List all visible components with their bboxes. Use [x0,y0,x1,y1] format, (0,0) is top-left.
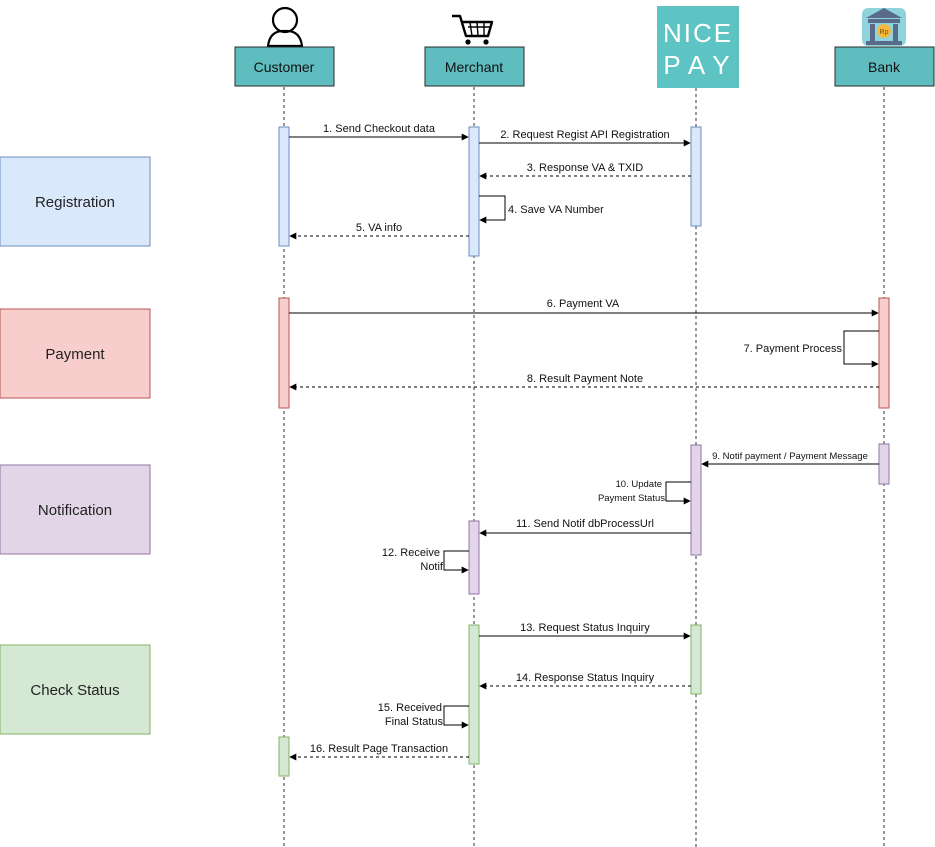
activation-merchant-registration [468,126,480,257]
message-8-label: 8. Result Payment Note [527,373,643,385]
message-16-label: 16. Result Page Transaction [310,743,448,755]
activation-nicepay-check [690,624,702,695]
message-6: 6. Payment VA [289,298,879,317]
person-icon [266,6,304,48]
nicepay-logo-line1: NICE [663,18,733,48]
message-13: 13. Request Status Inquiry [479,622,691,640]
message-1-label: 1. Send Checkout data [323,123,436,135]
phase-notification: Notification [0,464,151,555]
message-12-label-line2: Notif [420,561,444,573]
actor-merchant[interactable]: Merchant [424,46,525,87]
message-8: 8. Result Payment Note [289,373,879,391]
message-4: 4. Save VA Number [479,195,604,224]
phase-check-status: Check Status [0,644,151,735]
message-14-label: 14. Response Status Inquiry [516,672,655,684]
message-13-label: 13. Request Status Inquiry [520,622,650,634]
actor-label-merchant: Merchant [445,59,503,75]
message-9-label: 9. Notif payment / Payment Message [712,451,868,462]
bank-building-icon: Rp [862,8,906,46]
activation-bank-notification [878,443,890,485]
message-11: 11. Send Notif dbProcessUrl [479,518,691,537]
message-12: 12. Receive Notif [382,547,469,574]
phase-label-check-status: Check Status [30,682,119,699]
phase-label-payment: Payment [45,346,105,363]
actor-label-bank: Bank [868,59,901,75]
message-15: 15. Received Final Status [378,702,469,729]
phase-payment: Payment [0,308,151,399]
message-10-label-line1: 10. Update [616,479,662,490]
message-1: 1. Send Checkout data [289,123,469,141]
message-6-label: 6. Payment VA [547,298,620,310]
message-2: 2. Request Regist API Registration [479,129,691,147]
message-16: 16. Result Page Transaction [289,743,469,761]
bank-icon-text: Rp [880,29,889,36]
phase-label-registration: Registration [35,194,115,211]
message-10: 10. Update Payment Status [598,479,691,505]
message-3-label: 3. Response VA & TXID [527,162,643,174]
message-9: 9. Notif payment / Payment Message [701,451,879,468]
message-4-label: 4. Save VA Number [508,204,604,216]
message-15-label-line2: Final Status [385,716,444,728]
message-12-label-line1: 12. Receive [382,547,440,559]
message-14: 14. Response Status Inquiry [479,672,691,690]
actor-bank[interactable]: Bank [834,46,935,87]
message-2-label: 2. Request Regist API Registration [500,129,669,141]
activation-bars [278,126,890,777]
activation-merchant-notification [468,520,480,595]
message-11-label: 11. Send Notif dbProcessUrl [516,518,654,530]
activation-nicepay-notification [690,444,702,556]
shopping-cart-icon [452,14,494,45]
activation-customer-payment [278,297,290,409]
activation-customer-registration [278,126,290,247]
activation-bank-payment [878,297,890,409]
activation-nicepay-registration [690,126,702,227]
phase-registration: Registration [0,156,151,247]
message-3: 3. Response VA & TXID [479,162,691,180]
actor-label-customer: Customer [254,59,315,75]
message-10-label-line2: Payment Status [598,493,665,504]
message-15-label-line1: 15. Received [378,702,442,714]
message-7: 7. Payment Process [744,330,879,368]
actor-nicepay-logo[interactable]: NICE PAY [657,6,739,88]
activation-customer-check [278,736,290,777]
activation-merchant-check [468,624,480,765]
phase-label-notification: Notification [38,502,112,519]
lifelines [283,87,885,847]
nicepay-logo-line2: PAY [663,50,738,80]
actor-customer[interactable]: Customer [234,46,335,87]
message-7-label: 7. Payment Process [744,343,843,355]
message-5-label: 5. VA info [356,222,402,234]
message-5: 5. VA info [289,222,469,240]
